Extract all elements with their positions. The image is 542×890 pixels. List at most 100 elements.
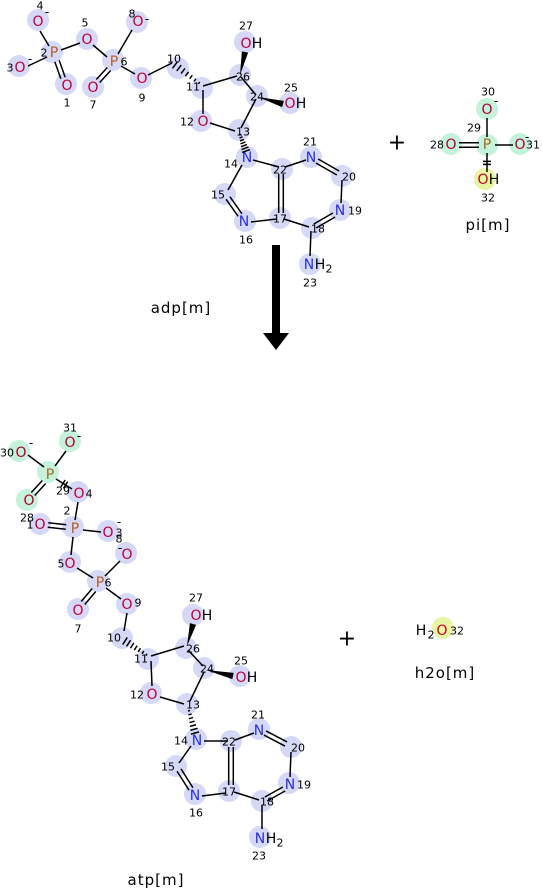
adp-atom-12-map-number: 12	[180, 116, 194, 129]
atp-bond-6	[47, 521, 67, 531]
atp-bond-22	[187, 709, 200, 735]
atp-atom-17-mapping-circle	[218, 780, 240, 802]
atp-atom-2-map-number: 2	[64, 505, 71, 518]
pi-atom-28-mapping-circle	[440, 133, 462, 155]
atp-atom-25-mapping-circle	[229, 665, 251, 687]
reaction-arrow-shaft	[272, 245, 280, 335]
adp-atom-10-map-number: 10	[167, 53, 181, 66]
adp-bond-22	[250, 218, 278, 223]
adp-atom-14-mapping-circle	[236, 146, 258, 168]
atp-atom-5-symbol: O	[64, 556, 75, 572]
pi-atom-29-mapping-circle	[476, 134, 498, 156]
atp-atom-22-mapping-circle	[220, 730, 242, 752]
adp-atom-6-mapping-circle	[102, 49, 124, 71]
adp-atom-23-hydrogen: H	[315, 257, 326, 273]
adp-atom-4-charge: -	[45, 5, 49, 19]
atp-bond-1	[27, 454, 45, 468]
atp-atom-6-symbol: P	[96, 575, 104, 591]
atp-bond-21	[159, 696, 185, 705]
h2o-atom-32-mapping-circle	[432, 617, 454, 639]
adp-atom-11-mapping-circle	[191, 77, 213, 99]
atp-atom-25-symbol: O	[235, 670, 246, 686]
adp-atom-27-mapping-circle	[234, 31, 256, 53]
atp-bond-31	[264, 786, 286, 802]
atp-atom-14-map-number: 14	[174, 735, 188, 748]
atp-atom-23-mapping-circle	[249, 826, 271, 848]
atp-atom-31-charge: -	[77, 429, 81, 443]
atp-atom-27-hydrogen: H	[202, 608, 213, 624]
atp-bond-27	[227, 747, 235, 785]
adp-atom-2-symbol: P	[50, 45, 58, 61]
adp-atom-4-symbol: O	[32, 14, 43, 30]
adp-bond-18	[238, 133, 251, 154]
atp-bond-19	[189, 671, 205, 702]
pi-atom-29-map-number: 29	[467, 122, 481, 135]
adp-atom-23-symbol: N	[304, 257, 314, 273]
adp-atom-10-mapping-circle	[167, 57, 189, 79]
atp-atom-27-mapping-circle	[182, 604, 204, 626]
atp-atom-24-mapping-circle	[193, 657, 215, 679]
atp-atom-23-map-number: 23	[252, 850, 266, 863]
adp-bond-12	[240, 51, 249, 75]
atp-bond-32	[233, 791, 260, 801]
adp-atom-19-symbol: N	[335, 203, 345, 219]
atp-bond-5	[74, 501, 79, 521]
atp-atom-31-map-number: 31	[63, 422, 77, 435]
atp-atom-14-symbol: N	[192, 733, 202, 749]
atp-bond-10	[104, 560, 121, 577]
adp-atom-15-mapping-circle	[214, 183, 236, 205]
adp-bond-14	[258, 97, 284, 108]
pi-atom-31-charge: -	[525, 130, 529, 144]
atp-atom-23-symbol: N	[255, 831, 265, 847]
atp-atom-2-mapping-circle	[62, 516, 84, 538]
h2o-atom-32-hydrogen-count: 2	[428, 629, 435, 642]
adp-atom-17-mapping-circle	[269, 207, 291, 229]
adp-atom-19-mapping-circle	[329, 199, 351, 221]
pi-atom-28-symbol: O	[445, 137, 456, 153]
adp-bond-4	[60, 42, 81, 51]
adp-atom-25-mapping-circle	[279, 92, 301, 114]
adp-bond-7	[95, 66, 112, 84]
pi-atom-30-charge: -	[494, 94, 498, 108]
adp-atom-4-mapping-circle	[27, 9, 49, 31]
atp-bond-7	[82, 529, 102, 533]
atp-atom-8-mapping-circle	[115, 542, 137, 564]
atp-atom-1-symbol: O	[34, 517, 45, 533]
atp-bond-9	[76, 567, 94, 579]
adp-atom-15-map-number: 15	[211, 189, 225, 202]
atp-bond-14	[122, 637, 148, 657]
adp-atom-27-hydrogen: H	[252, 36, 263, 52]
adp-atom-13-map-number: 13	[236, 126, 250, 139]
h2o-atom-32-hydrogen: H	[416, 623, 427, 639]
adp-bond-21	[225, 196, 243, 217]
pi-atom-31-map-number: 31	[526, 139, 540, 152]
atp-atom-1-mapping-circle	[29, 513, 51, 535]
adp-bond-10	[171, 61, 201, 85]
atp-bond-16	[187, 623, 197, 646]
pi-atom-32-mapping-circle	[474, 168, 496, 190]
adp-bond-8	[120, 65, 136, 75]
atp-bond-2	[54, 450, 67, 467]
adp-atom-5-mapping-circle	[76, 28, 98, 50]
atp-atom-5-map-number: 5	[58, 558, 65, 571]
pi-atom-30-map-number: 30	[481, 86, 495, 99]
adp-atom-5-map-number: 5	[82, 17, 89, 30]
atp-atom-30-charge: -	[29, 436, 33, 450]
reaction-arrow	[263, 245, 289, 350]
atp-bond-29	[263, 730, 288, 747]
h2o-atom-32-symbol: O	[436, 623, 447, 639]
adp-bond-17	[209, 122, 236, 132]
adp-atom-13-mapping-circle	[228, 119, 250, 141]
atp-atom-4-symbol: O	[73, 486, 84, 502]
adp-atom-3-symbol: O	[14, 60, 25, 76]
atp-bond-4	[55, 478, 73, 490]
atp-atom-19-symbol: N	[285, 777, 295, 793]
adp-bond-2	[27, 56, 48, 67]
adp-bond-29	[309, 230, 312, 257]
atp-atom-10-mapping-circle	[111, 627, 133, 649]
adp-atom-9-symbol: O	[136, 71, 147, 87]
h2o-compound-name: h2o[m]	[415, 664, 476, 682]
atp-atom-14-mapping-circle	[185, 728, 207, 750]
